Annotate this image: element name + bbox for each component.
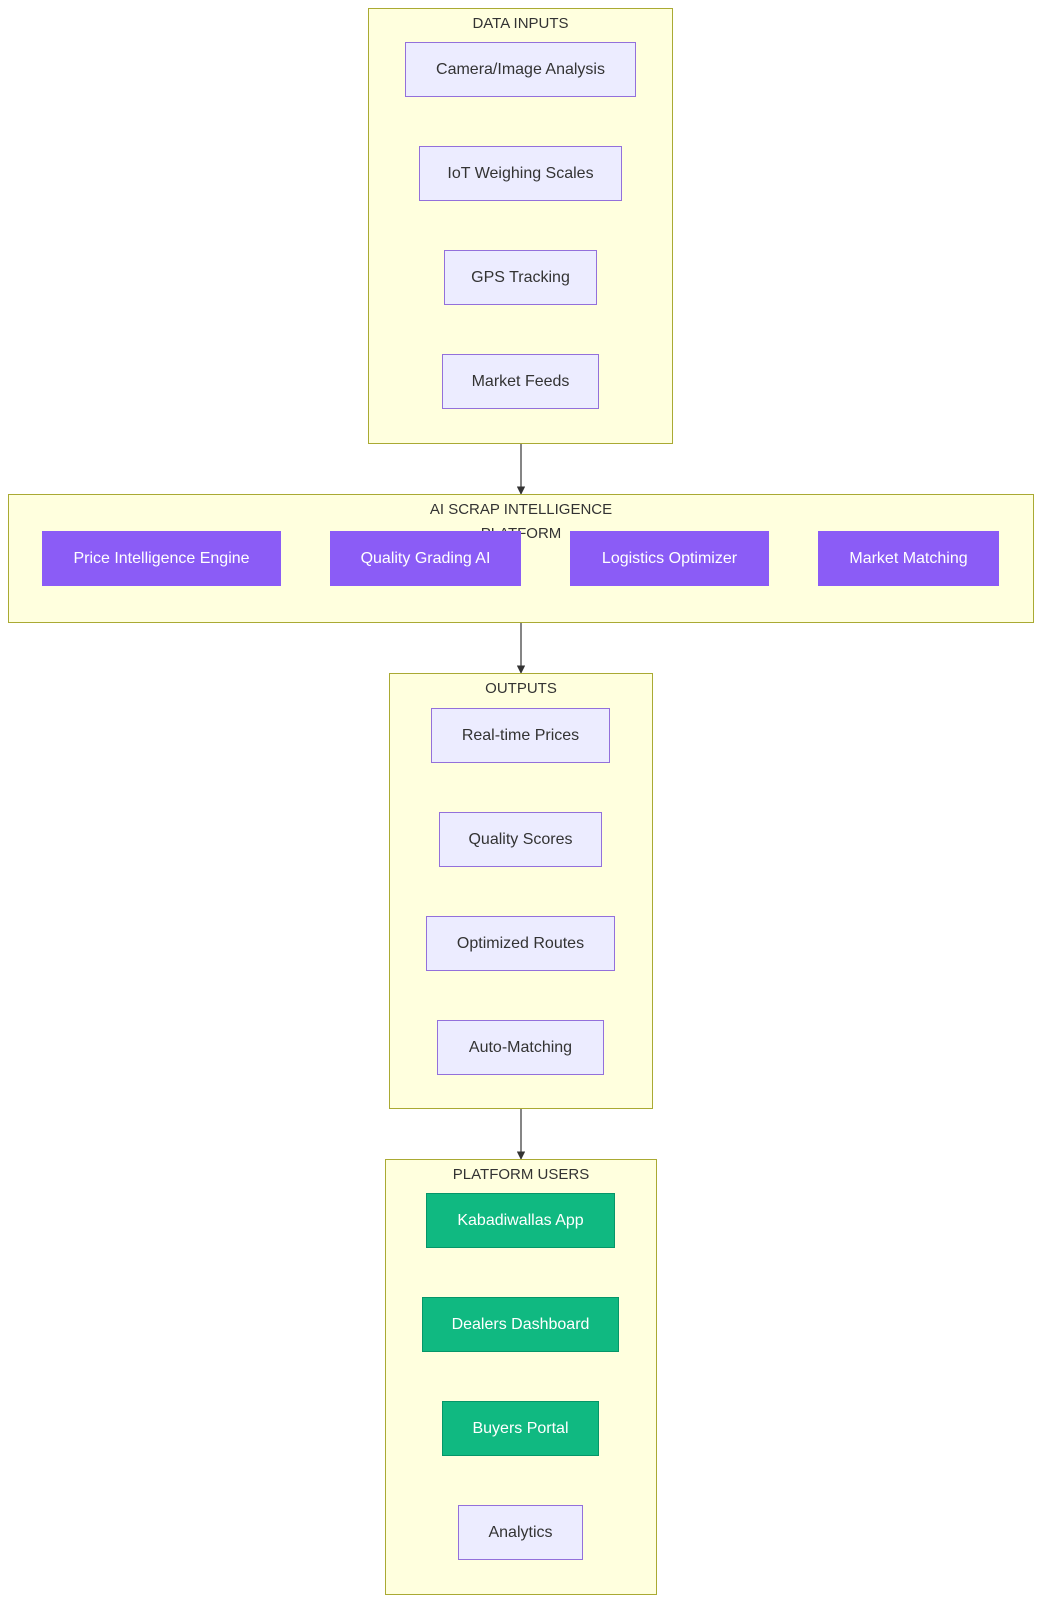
node-real-time-prices[interactable]: Real-time Prices bbox=[431, 708, 610, 763]
node-price-intelligence-engine[interactable]: Price Intelligence Engine bbox=[42, 531, 281, 586]
node-iot-weighing-scales[interactable]: IoT Weighing Scales bbox=[419, 146, 622, 201]
node-quality-grading-ai[interactable]: Quality Grading AI bbox=[330, 531, 521, 586]
cluster-title-outputs: OUTPUTS bbox=[485, 680, 557, 697]
node-analytics[interactable]: Analytics bbox=[458, 1505, 583, 1560]
node-quality-scores[interactable]: Quality Scores bbox=[439, 812, 602, 867]
node-dealers-dashboard[interactable]: Dealers Dashboard bbox=[422, 1297, 619, 1352]
node-market-matching[interactable]: Market Matching bbox=[818, 531, 999, 586]
node-camera-image-analysis[interactable]: Camera/Image Analysis bbox=[405, 42, 636, 97]
cluster-title-data-inputs: DATA INPUTS bbox=[472, 15, 569, 32]
node-logistics-optimizer[interactable]: Logistics Optimizer bbox=[570, 531, 769, 586]
node-auto-matching[interactable]: Auto-Matching bbox=[437, 1020, 604, 1075]
node-gps-tracking[interactable]: GPS Tracking bbox=[444, 250, 597, 305]
node-kabadiwallas-app[interactable]: Kabadiwallas App bbox=[426, 1193, 615, 1248]
node-market-feeds[interactable]: Market Feeds bbox=[442, 354, 599, 409]
cluster-title-platform-users: PLATFORM USERS bbox=[452, 1166, 590, 1183]
node-buyers-portal[interactable]: Buyers Portal bbox=[442, 1401, 599, 1456]
node-optimized-routes[interactable]: Optimized Routes bbox=[426, 916, 615, 971]
